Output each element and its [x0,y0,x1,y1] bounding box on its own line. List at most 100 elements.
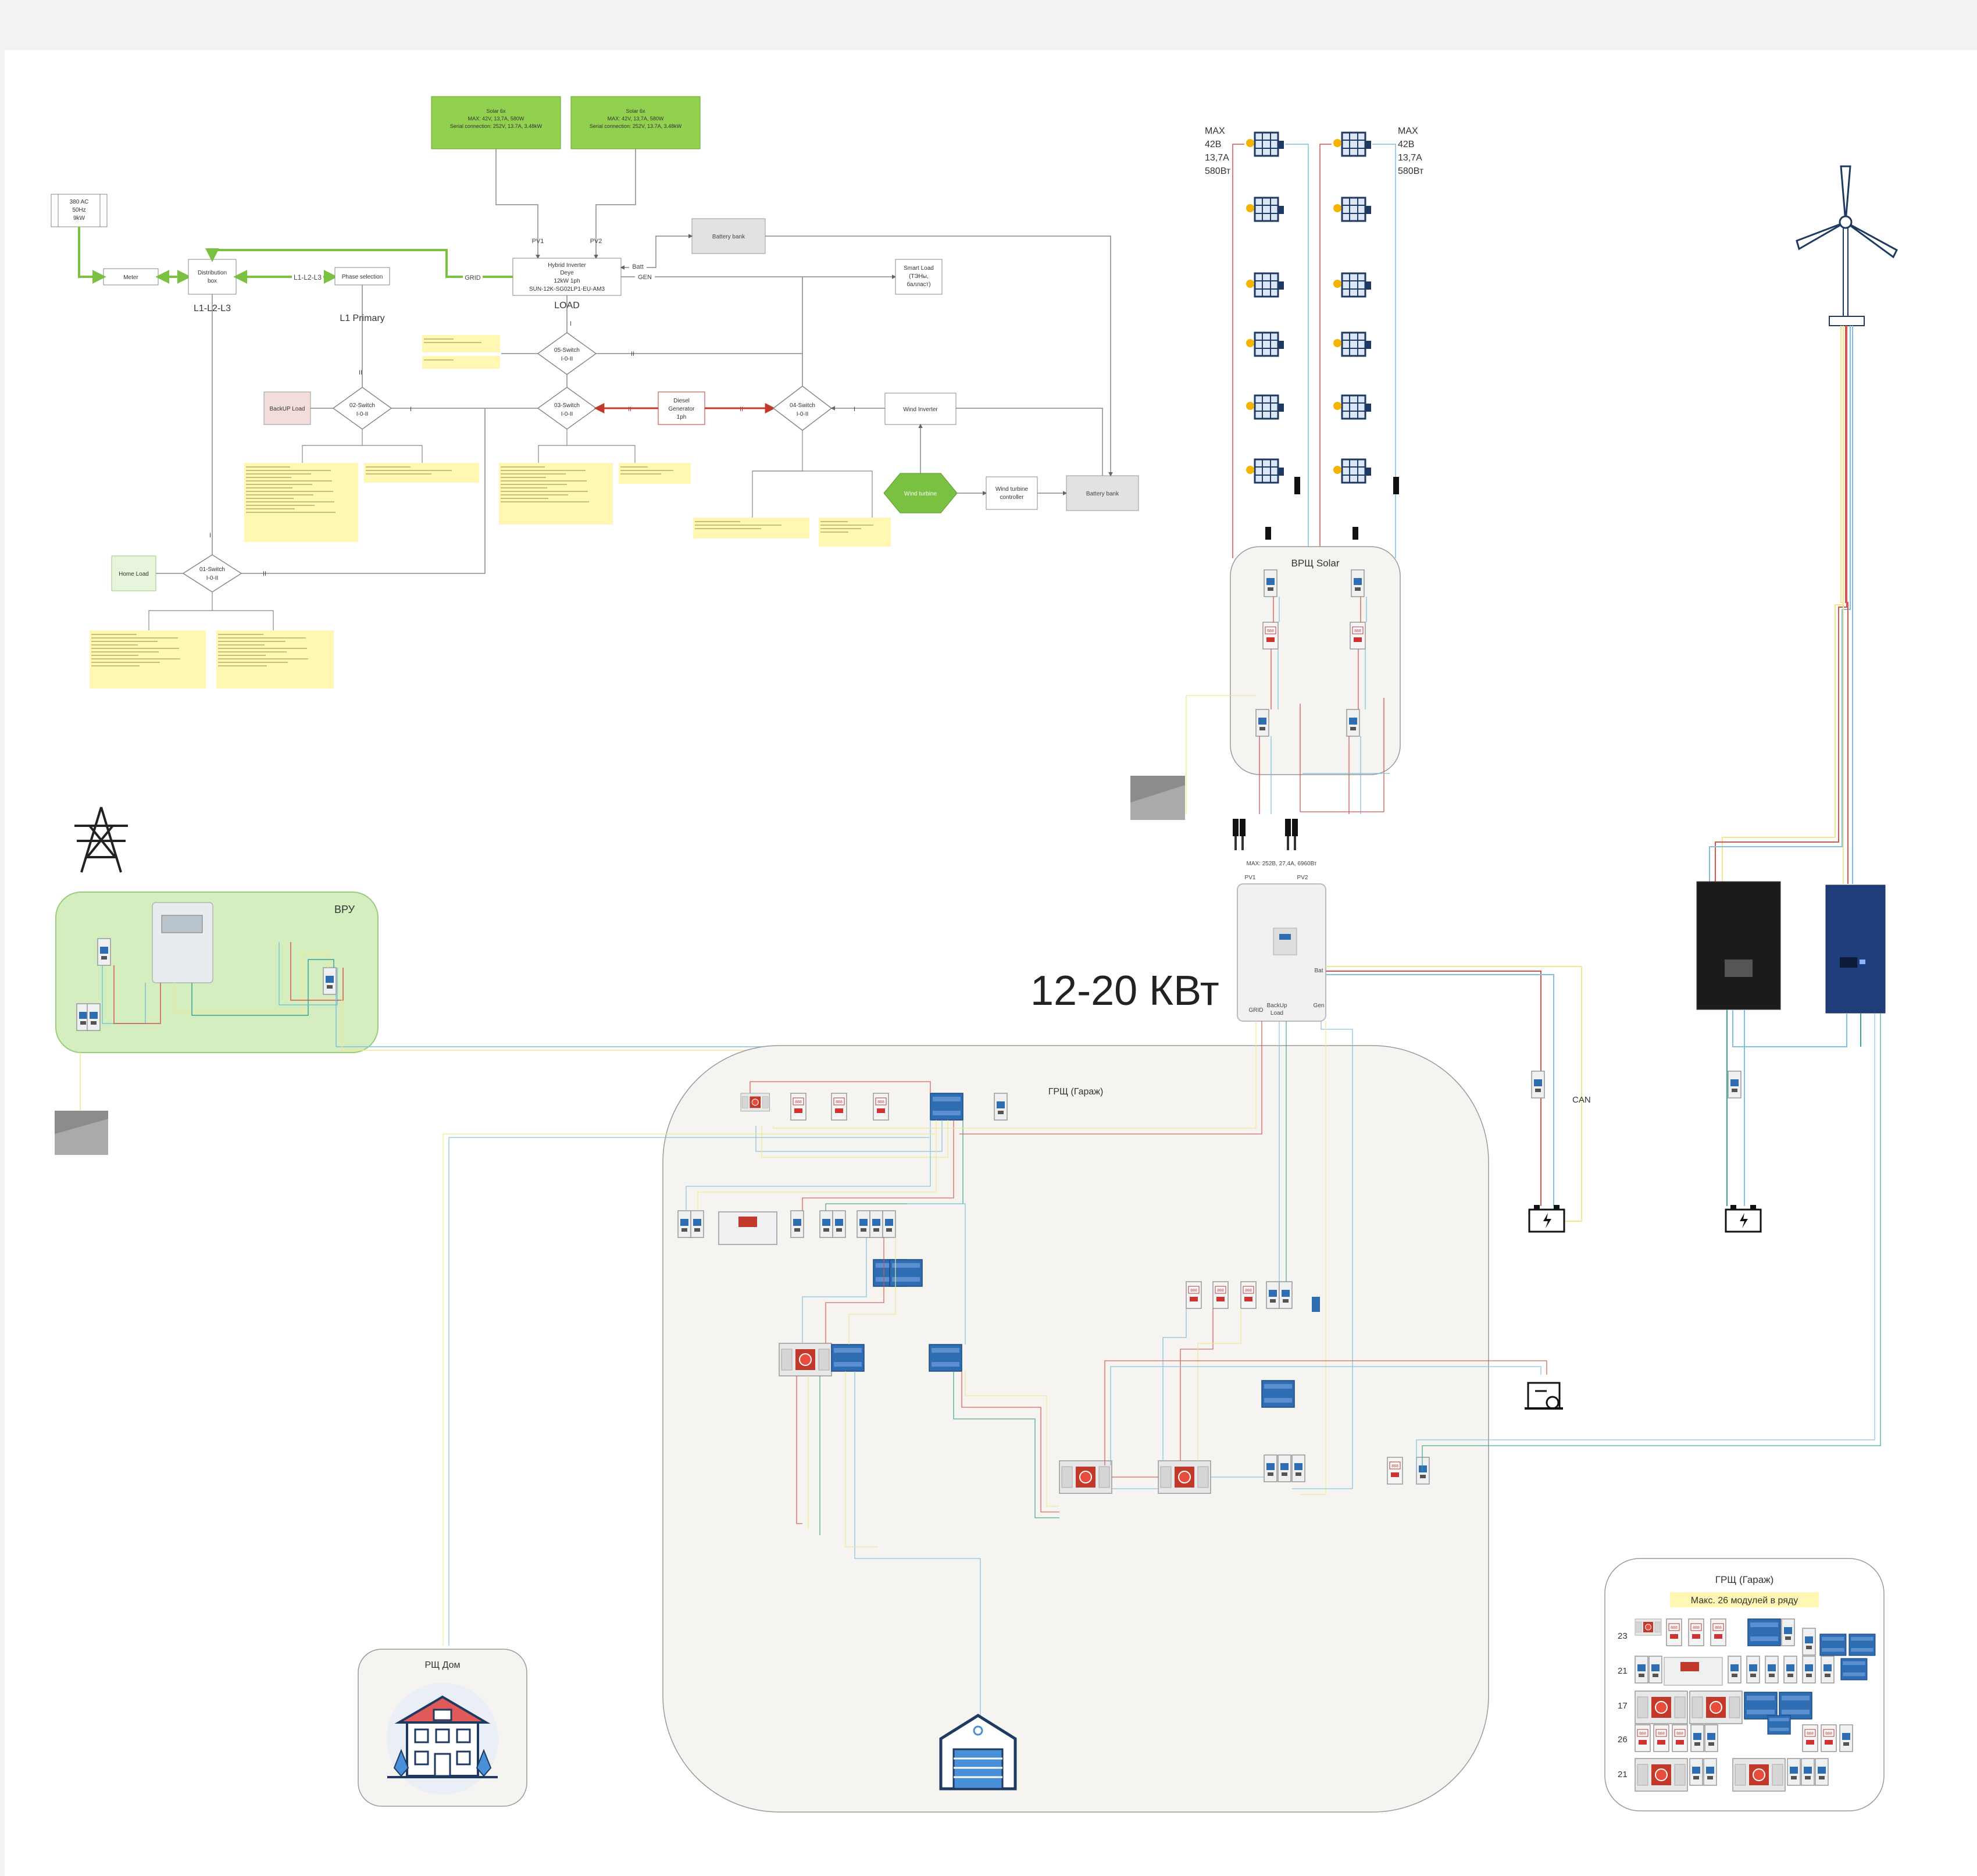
switch-01-line2: I-0-II [206,575,219,582]
battery-bank-bottom [1066,475,1139,511]
note-line [501,473,566,475]
panel-left-line3: 13,7А [1205,153,1229,163]
switch-05-line2: I-0-II [561,356,573,362]
note-line [246,473,312,475]
switch-01-pos-top: I [209,532,211,539]
grid-source-line2: 50Hz [72,207,85,213]
solar-2-line3: Serial connection: 252V, 13.7A, 3.48kW [590,123,682,129]
note-line [501,480,587,482]
power-caption: 12-20 КВт [1030,968,1219,1014]
diesel-line3: 1ph [677,414,687,420]
note-line [91,651,159,652]
wind-turbine-label: Wind turbine [904,491,937,497]
panel-right-line1: MAX [1398,126,1418,136]
inverter-line2: Deye [560,270,574,276]
switch-03-line2: I-0-II [561,411,573,418]
panel-left-line2: 42В [1205,140,1221,149]
note-line [246,501,334,502]
grid-source-line1: 380 AC [70,199,89,205]
note-line [246,480,333,482]
phase-selection-label: Phase selection [342,274,383,280]
note-switch03-a [499,463,613,525]
panel-right-line4: 580Вт [1398,166,1424,176]
switch-04-pos-right: I [854,406,855,413]
note-line [91,655,139,656]
solar-strings [1232,131,1399,558]
battery-bank-top [691,218,766,254]
panel-left-line1: MAX [1205,126,1225,136]
solar-array-2 [570,96,701,149]
switch-03-line1: 03-Switch [554,402,580,409]
note-line [366,473,432,475]
wind-inverter-box [884,393,957,425]
inverter-line4: SUN-12K-SG02LP1-EU-AM3 [529,286,605,293]
wind-inverter-device [1825,884,1886,1014]
connector-caption: MAX: 252В, 27,4А, 6960Вт [1247,861,1317,867]
grid-source-line3: 9kW [73,215,85,222]
inv-pv1-label: PV1 [1245,875,1256,881]
wind-controller-box [986,476,1038,510]
inv-backup-label: BackUp [1266,1003,1287,1009]
meter-label: Meter [123,274,138,281]
electricity-meter [152,902,213,983]
note-line [246,494,313,495]
grid-source-box [51,194,108,227]
switch-01-line1: 01-Switch [199,566,225,573]
note-line [501,487,547,488]
note-line [218,634,264,635]
legend-title: ГРЩ (Гараж) [1715,1574,1774,1585]
note-line [820,521,848,522]
grsh-devices [677,1093,1430,1494]
note-switch05b [422,356,500,369]
switch-02-line2: I-0-II [356,411,369,418]
can-label: CAN [1572,1095,1591,1105]
backup-load-label: BackUP Load [270,406,305,412]
wind-controller-line1: Wind turbine [995,486,1029,493]
note-line [218,641,286,642]
legend-devices [1635,1618,1876,1792]
note-line [620,466,648,468]
battery-bank-bottom-label: Battery bank [1086,491,1119,497]
solar-2-line1: Solar 6x [626,108,645,114]
vrsh-solar-box [1230,546,1401,775]
batt-label: Batt [632,263,644,270]
note-line [424,338,454,340]
switch-04-line1: 04-Switch [790,402,815,409]
legend-row-5: 21 [1618,1770,1628,1779]
solar-1-line2: MAX: 42V, 13,7A, 580W [468,116,524,122]
note-line [246,505,315,506]
switch-02-pos-top: II [359,369,362,376]
note-line [246,487,292,488]
note-line [820,525,873,526]
note-line [501,484,567,485]
schematic-area: Solar 6x MAX: 42V, 13,7A, 580W Serial co… [51,96,1139,630]
note-switch03-b [619,463,691,484]
smart-load-line1: Smart Load [904,265,934,272]
legend-row-1: 23 [1618,1631,1628,1641]
rsh-dom-label: РЩ Дом [424,1660,460,1670]
note-line [246,484,312,485]
switch-04-line2: I-0-II [797,411,809,418]
note-line [246,470,331,471]
switch-02-pos-right: I [410,406,412,413]
solar-2-line2: MAX: 42V, 13,7A, 580W [608,116,664,122]
note-line [91,658,181,659]
note-line [501,501,589,502]
diesel-line1: Diesel [673,398,690,404]
diesel-pos-left: II [628,406,631,413]
note-line [91,662,160,663]
note-switch02-b [364,463,479,483]
note-switch01-a [90,630,206,689]
note-line [366,470,452,471]
pv2-label: PV2 [590,238,602,245]
note-line [246,512,336,513]
house-icon [387,1683,498,1795]
diesel-generator-box [658,391,705,425]
grid-label: GRID [465,274,481,281]
note-line [246,498,294,499]
note-line [91,665,140,666]
hybrid-inverter-box [512,258,622,296]
note-line [501,494,568,495]
note-line [246,491,334,492]
